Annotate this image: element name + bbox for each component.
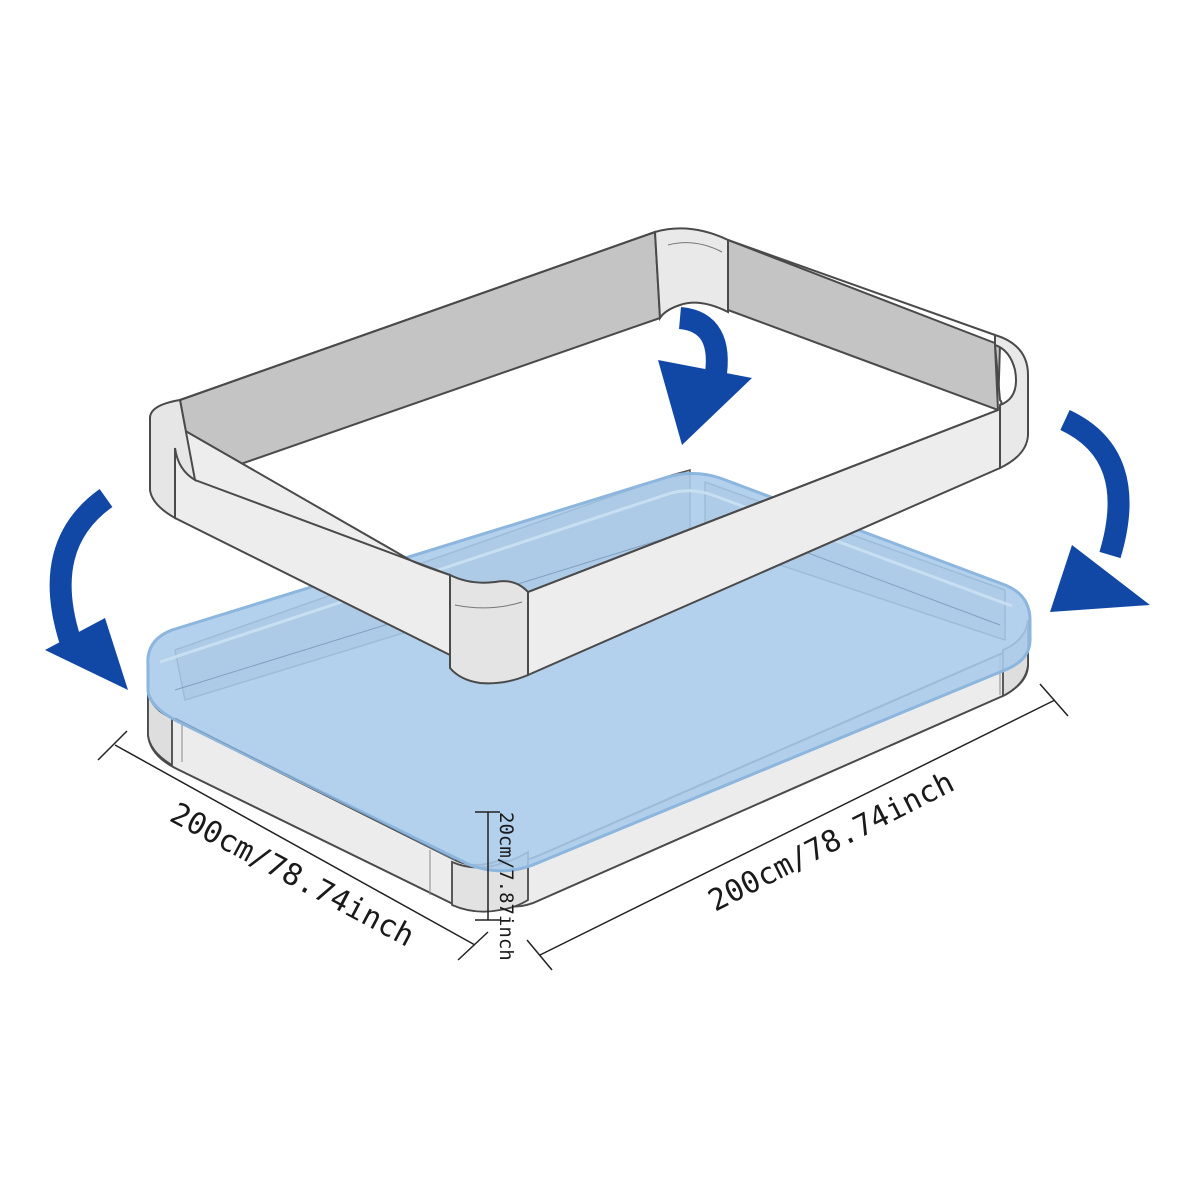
dimension-height-label: 20cm/7.87inch [495,812,517,961]
top-frame-inner-back-right [727,238,1002,412]
top-frame-inner-back-left [178,230,662,482]
dimension-lines [97,683,1069,971]
curved-arrow-down-icon [45,489,128,690]
top-frame-corner-left [149,398,197,520]
assembly-arrows [45,307,1150,690]
curved-arrow-down-icon [658,307,752,445]
top-frame-front-right-wall [527,344,1003,677]
top-frame-corner-front-crease [454,601,523,609]
top-frame-top-rim [179,231,999,593]
pond-liner-rim [159,489,1013,664]
top-frame-corner-front [449,573,529,685]
curved-arrow-down-icon [1050,410,1150,612]
top-frame [149,227,1029,685]
top-frame-corner-back [653,227,729,322]
top-frame-corner-back-crease [667,242,723,253]
